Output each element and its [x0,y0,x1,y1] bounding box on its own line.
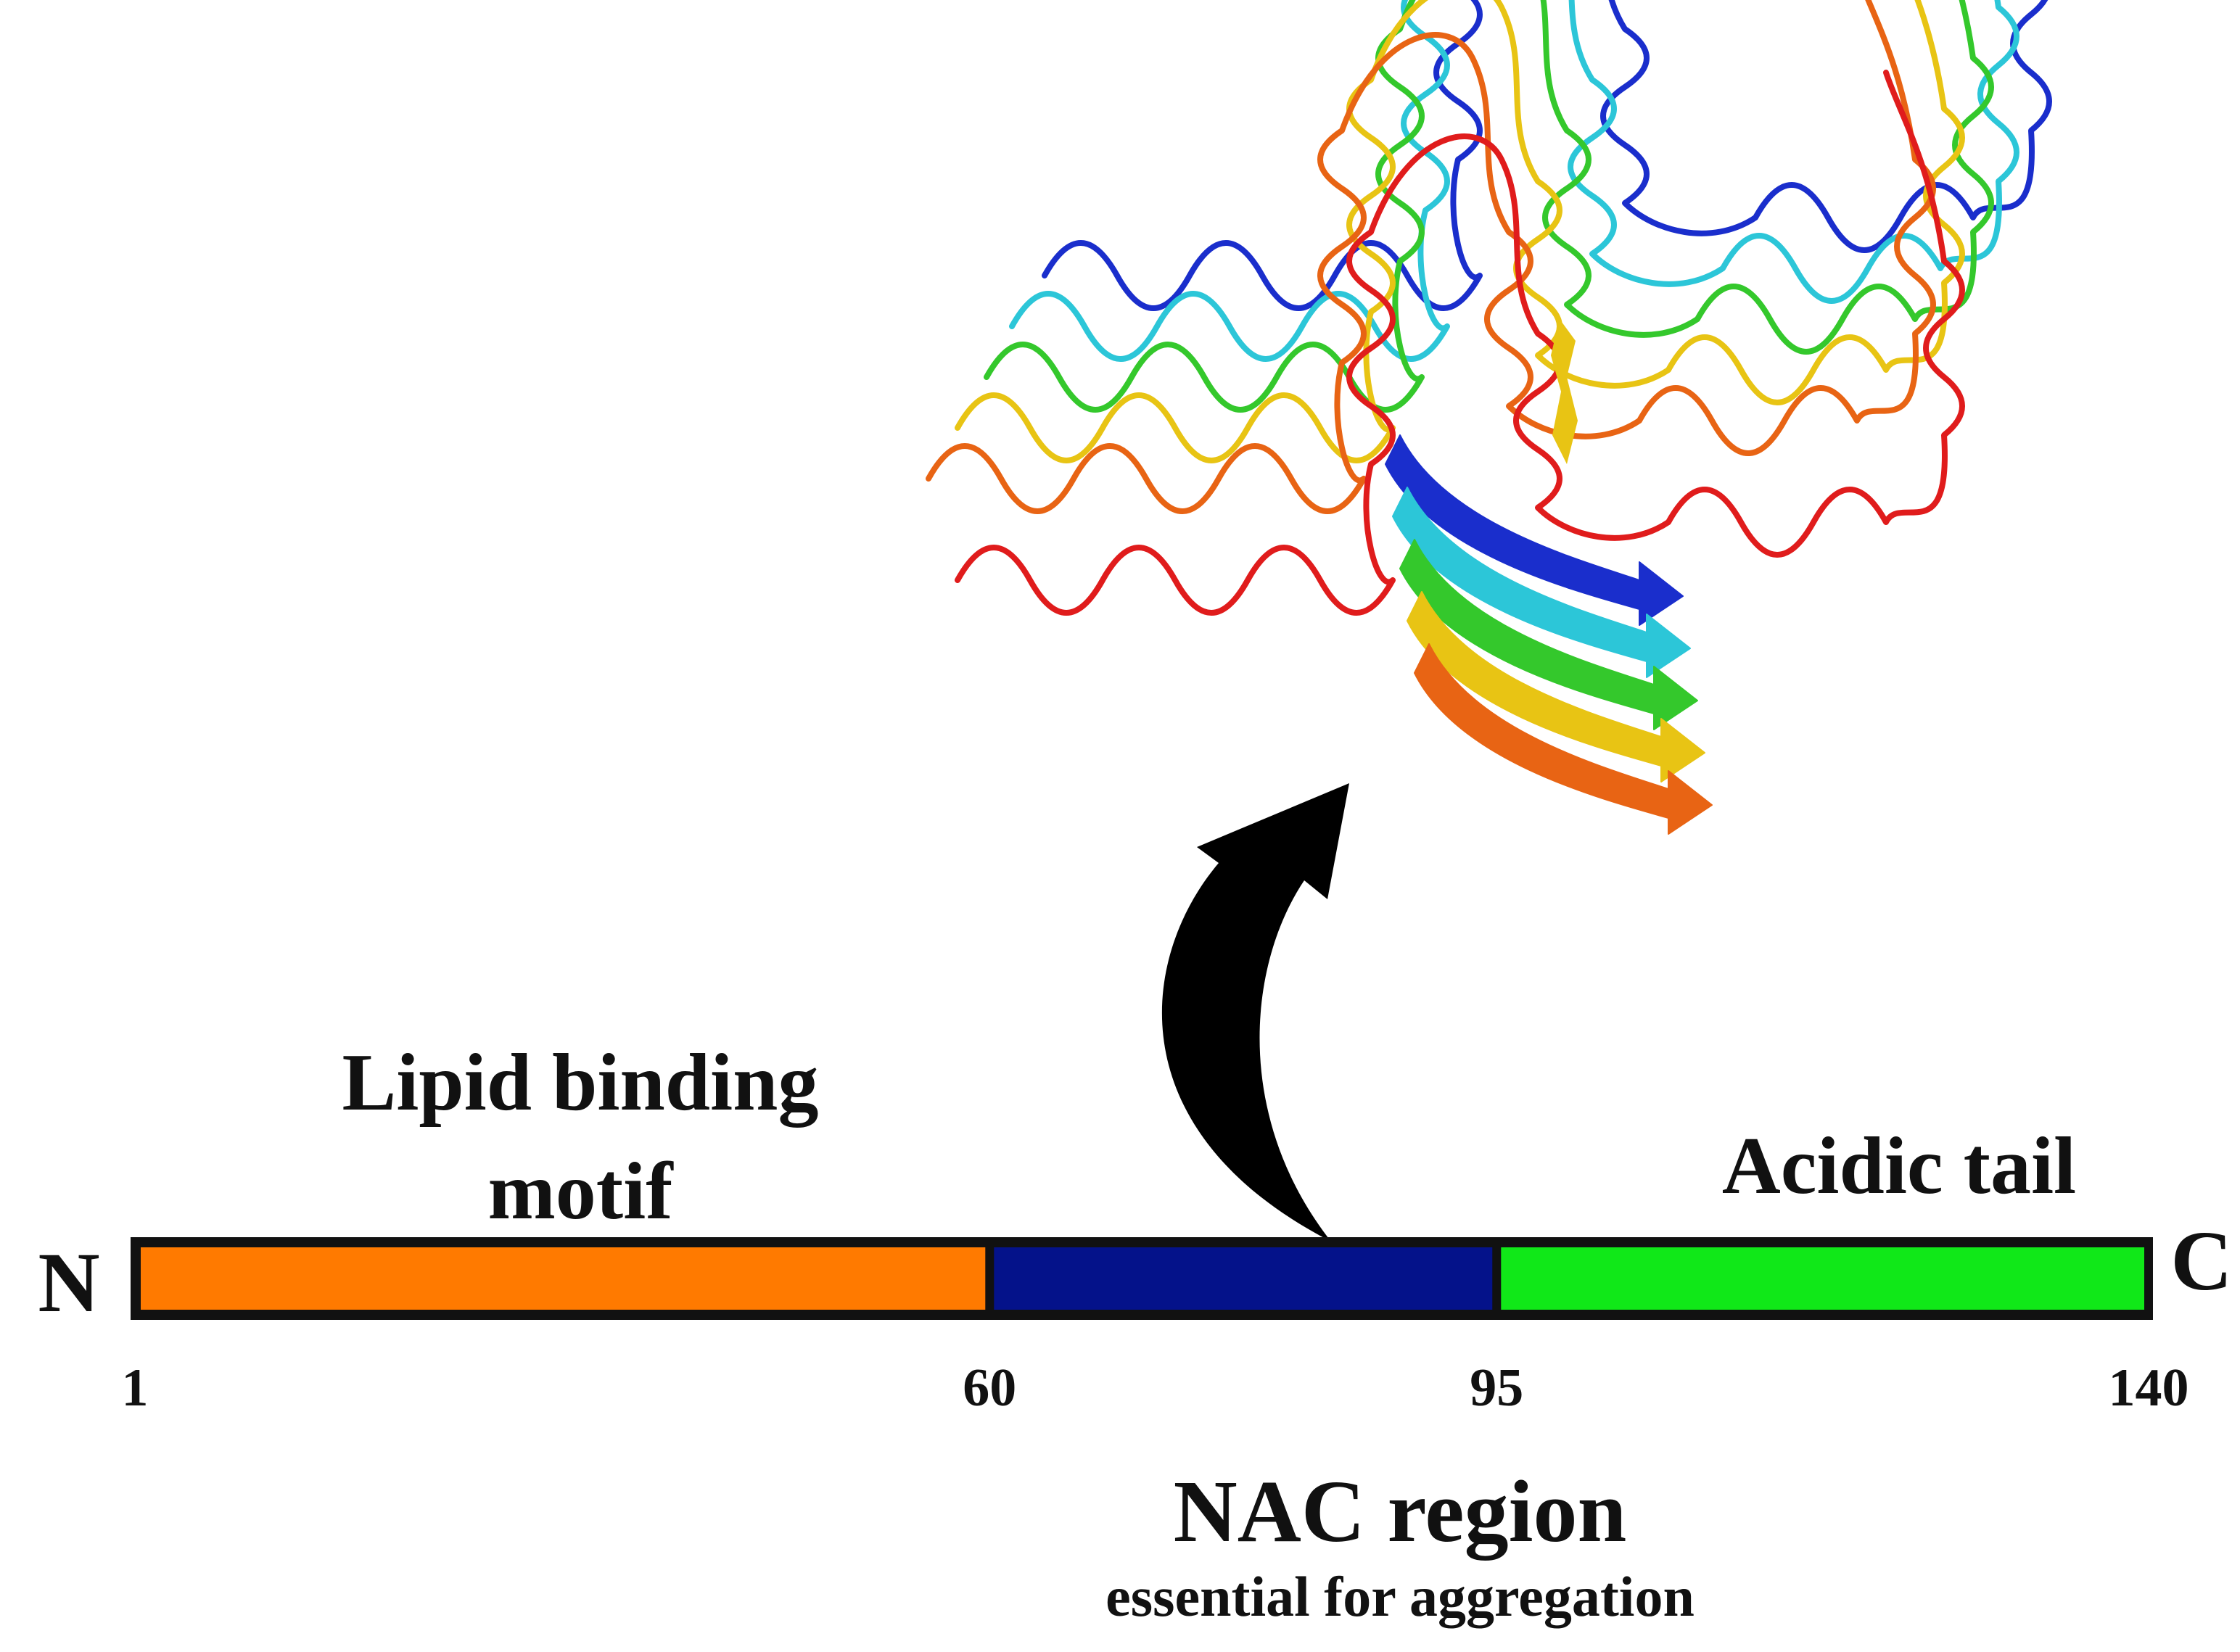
sequence-segment-3 [1501,1247,2144,1310]
fibril-ribbon-structure-icon [928,0,2049,835]
beta-strand-arrow-2 [1392,487,1691,678]
nac-region-subtitle: essential for aggregation [1105,1565,1695,1628]
sequence-bar [131,1237,2153,1320]
c-terminus-label: C [2170,1213,2232,1308]
beta-strand-arrow-3 [1399,539,1698,730]
n-terminus-label: N [38,1235,99,1330]
lipid-binding-label: Lipid binding [342,1038,819,1128]
beta-strand-arrow-4 [1407,591,1705,782]
lipid-binding-label-line2: motif [487,1147,674,1236]
ribbon-layer-3 [987,0,1991,410]
curved-arrow-icon [1161,783,1349,1242]
residue-tick-label: 95 [1470,1358,1523,1418]
residue-tick-label: 60 [963,1358,1016,1418]
residue-ticks: 1 60 95 140 [122,1358,2189,1418]
ribbon-layer-5 [928,0,1933,511]
beta-strand-arrow-5 [1414,643,1713,835]
twisted-strand [1551,319,1578,464]
residue-tick-label: 1 [122,1358,149,1418]
acidic-tail-label: Acidic tail [1722,1121,2076,1211]
residue-tick-label: 140 [2109,1358,2189,1418]
nac-region-label: NAC region [1174,1463,1627,1561]
sequence-segment-2 [994,1247,1493,1310]
sequence-segment-1 [141,1247,986,1310]
beta-strand-arrow-1 [1385,434,1684,626]
